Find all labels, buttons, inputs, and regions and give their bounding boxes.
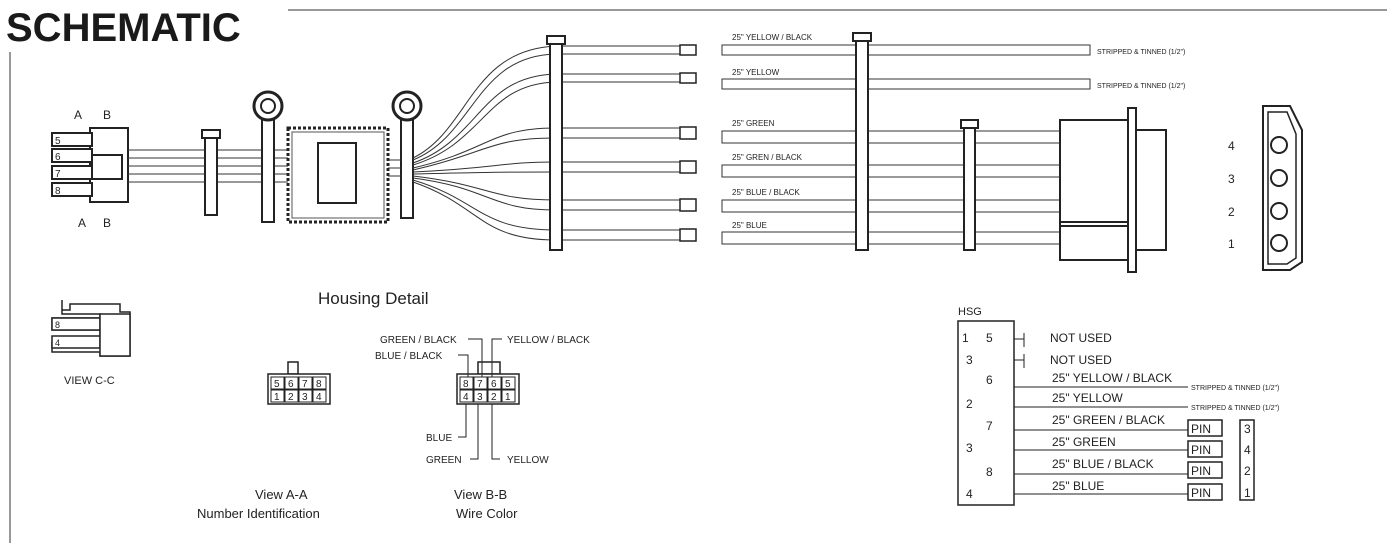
view-aa-bot-4: 4 (316, 392, 322, 403)
hsg-left-6: 3 (966, 441, 973, 455)
left-conn-pin-8: 8 (55, 186, 61, 197)
pin-box-1: PIN (1191, 422, 1211, 436)
hsg-left-1: 1 (962, 331, 969, 345)
wire-label-3: 25" GREEN (732, 119, 775, 128)
left-conn-pin-6: 6 (55, 152, 61, 163)
frame (9, 9, 1387, 543)
view-bb: 8 7 6 5 4 3 2 1 GREEN / BLACK YELLOW / B… (375, 335, 590, 521)
hsg-row-end-3: STRIPPED & TINNED (1/2") (1191, 385, 1279, 392)
cable-tie-3 (852, 32, 872, 251)
hsg-pin-6: 6 (986, 373, 993, 387)
right-conn-pin-3: 3 (1228, 172, 1235, 186)
hsg-pin-7: 7 (986, 419, 993, 433)
view-bb-caption-2: Wire Color (456, 506, 518, 521)
left-conn-label-b-bottom: B (103, 216, 111, 230)
view-bb-label-blue-black: BLUE / BLACK (375, 351, 443, 362)
pin-box-4: PIN (1191, 486, 1211, 500)
wire-fanout (412, 45, 696, 241)
view-aa-bot-3: 3 (302, 392, 308, 403)
pin-box-2: PIN (1191, 443, 1211, 457)
view-aa-bot-1: 1 (274, 392, 280, 403)
wire-label-1: 25" YELLOW / BLACK (732, 33, 813, 42)
view-bb-bot-1: 4 (463, 392, 469, 403)
hsg-row-end-4: STRIPPED & TINNED (1/2") (1191, 405, 1279, 412)
wire-label-4: 25" GREN / BLACK (732, 153, 803, 162)
hsg-left-8: 4 (966, 487, 973, 501)
ring-terminal-right (391, 90, 423, 219)
housing-sleeve (286, 126, 390, 224)
cable-tie-4 (960, 119, 979, 251)
view-aa-top-3: 7 (302, 379, 308, 390)
housing-title: Housing Detail (318, 289, 429, 308)
right-conn-pin-2: 2 (1228, 205, 1235, 219)
view-bb-bot-3: 2 (491, 392, 497, 403)
page-title: SCHEMATIC (6, 6, 241, 50)
right-connector-side (1059, 107, 1167, 273)
hsg-pin-8: 8 (986, 465, 993, 479)
view-bb-top-1: 8 (463, 379, 469, 390)
hsg-pin-5: 5 (986, 331, 993, 345)
pin-number-2: 2 (1244, 464, 1251, 478)
view-aa-caption-2: Number Identification (197, 506, 320, 521)
wire-end-2: STRIPPED & TINNED (1/2") (1097, 83, 1185, 90)
view-aa-top-2: 6 (288, 379, 294, 390)
left-connector: A B A B 5 6 7 8 (51, 108, 129, 230)
hsg-row-label-6: 25" GREEN (1052, 435, 1116, 449)
hsg-row-label-1: NOT USED (1050, 331, 1112, 345)
wire-ends-left (679, 44, 697, 242)
hsg-header: HSG (958, 306, 982, 318)
view-cc-pin-8: 8 (55, 320, 60, 330)
hsg-left-2: 3 (966, 353, 973, 367)
right-connector-face: 4 3 2 1 (1228, 105, 1303, 271)
pin-number-4: 4 (1244, 443, 1251, 457)
wire-label-5: 25" BLUE / BLACK (732, 188, 800, 197)
view-bb-top-3: 6 (491, 379, 497, 390)
view-bb-label-green-black: GREEN / BLACK (380, 335, 457, 346)
left-conn-label-a-top: A (74, 108, 82, 122)
left-conn-label-b-top: B (103, 108, 111, 122)
view-aa: 5 6 7 8 1 2 3 4 View A-A Number Identifi… (197, 361, 331, 521)
view-bb-top-2: 7 (477, 379, 483, 390)
view-bb-bot-4: 1 (505, 392, 511, 403)
cable-tie-1 (201, 129, 221, 216)
pin-box-3: PIN (1191, 464, 1211, 478)
pin-number-3: 3 (1244, 422, 1251, 436)
view-bb-label-yellow-black: YELLOW / BLACK (507, 335, 590, 346)
view-cc-caption: VIEW C-C (64, 375, 115, 387)
hsg-row-label-4: 25" YELLOW (1052, 391, 1123, 405)
view-bb-label-green: GREEN (426, 455, 462, 466)
ring-terminal-left (252, 90, 284, 223)
view-bb-label-blue: BLUE (426, 433, 452, 444)
left-conn-pin-7: 7 (55, 169, 61, 180)
hsg-row-label-2: NOT USED (1050, 353, 1112, 367)
view-aa-bot-2: 2 (288, 392, 294, 403)
view-bb-label-yellow: YELLOW (507, 455, 549, 466)
pin-number-1: 1 (1244, 486, 1251, 500)
wire-bundle-mid (388, 159, 401, 177)
view-aa-top-1: 5 (274, 379, 280, 390)
view-bb-caption: View B-B (454, 487, 507, 502)
left-conn-label-a-bottom: A (78, 216, 86, 230)
right-conn-pin-4: 4 (1228, 139, 1235, 153)
hsg-row-label-7: 25" BLUE / BLACK (1052, 457, 1154, 471)
view-bb-bot-2: 3 (477, 392, 483, 403)
right-conn-pin-1: 1 (1228, 237, 1235, 251)
view-cc: 8 4 VIEW C-C (51, 300, 131, 387)
view-aa-top-4: 8 (316, 379, 322, 390)
hsg-row-label-3: 25" YELLOW / BLACK (1052, 371, 1172, 385)
wire-end-1: STRIPPED & TINNED (1/2") (1097, 49, 1185, 56)
left-conn-pin-5: 5 (55, 136, 61, 147)
hsg-row-label-8: 25" BLUE (1052, 479, 1104, 493)
view-bb-top-4: 5 (505, 379, 511, 390)
view-aa-caption: View A-A (255, 487, 308, 502)
wire-label-2: 25" YELLOW (732, 68, 780, 77)
hsg-table: HSG 1 5 3 6 2 7 3 8 4 NOT USED NOT USED … (957, 306, 1279, 506)
hsg-left-4: 2 (966, 397, 973, 411)
wire-labels: 25" YELLOW / BLACK 25" YELLOW 25" GREEN … (732, 33, 1185, 230)
wire-label-6: 25" BLUE (732, 221, 767, 230)
view-cc-pin-4: 4 (55, 338, 60, 348)
hsg-row-label-5: 25" GREEN / BLACK (1052, 413, 1165, 427)
cable-tie-2 (546, 35, 566, 251)
